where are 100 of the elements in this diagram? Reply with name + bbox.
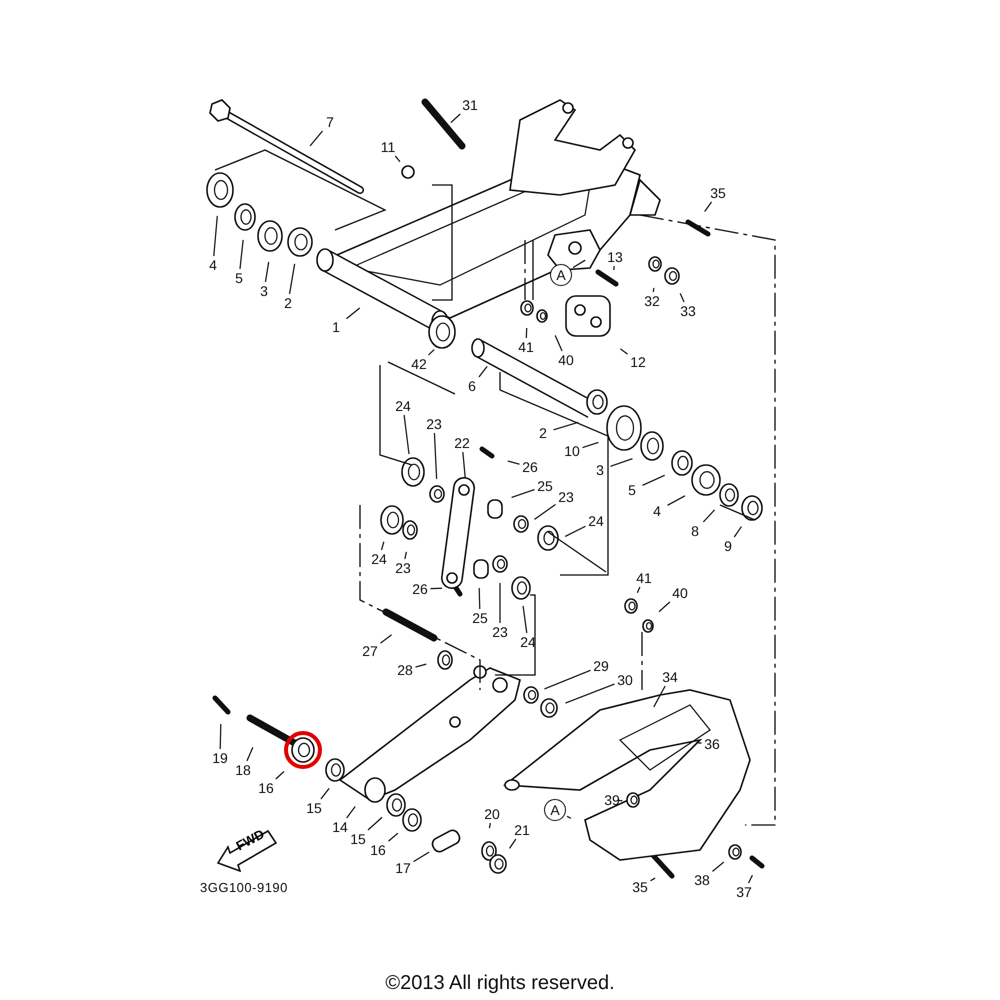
callout-number: 8 bbox=[686, 523, 704, 539]
callout-number: 21 bbox=[512, 822, 532, 838]
callout-number: 35 bbox=[630, 879, 650, 895]
callout-number: 29 bbox=[592, 658, 610, 674]
leader-line bbox=[434, 432, 438, 480]
leader-line bbox=[572, 260, 586, 268]
callout-number: 24 bbox=[394, 398, 412, 414]
callout-number: 13 bbox=[606, 249, 624, 265]
leader-line bbox=[511, 489, 535, 498]
callout-number: 22 bbox=[452, 435, 472, 451]
leader-line bbox=[553, 422, 579, 430]
callout-number: 34 bbox=[660, 669, 680, 685]
leader-line bbox=[499, 583, 501, 623]
leader-line bbox=[582, 442, 599, 448]
callout-number: 15 bbox=[304, 800, 324, 816]
callout-number: 2 bbox=[278, 295, 298, 311]
leader-line bbox=[368, 816, 382, 830]
callout-number: 40 bbox=[670, 585, 690, 601]
callout-number: 25 bbox=[470, 610, 490, 626]
callout-number: 6 bbox=[462, 378, 482, 394]
leader-line bbox=[610, 458, 633, 467]
callout-number: 31 bbox=[460, 97, 480, 113]
leader-line bbox=[275, 770, 284, 780]
leader-line bbox=[652, 288, 654, 292]
leader-line bbox=[415, 664, 426, 668]
callout-number: 40 bbox=[556, 352, 576, 368]
leader-line bbox=[478, 588, 480, 610]
callout-number: 24 bbox=[370, 551, 388, 567]
callout-number: 4 bbox=[648, 503, 666, 519]
reference-letter: A bbox=[544, 799, 566, 821]
leader-line bbox=[346, 308, 360, 320]
callout-number: 17 bbox=[394, 860, 412, 876]
callout-number: 16 bbox=[368, 842, 388, 858]
callout-number: 9 bbox=[718, 538, 738, 554]
callout-number: 33 bbox=[678, 303, 698, 319]
callout-number: 28 bbox=[396, 662, 414, 678]
diagram-code: 3GG100-9190 bbox=[200, 880, 288, 895]
callout-number: 23 bbox=[394, 560, 412, 576]
leader-line bbox=[616, 800, 623, 802]
callout-number: 37 bbox=[734, 884, 754, 900]
callout-number: 30 bbox=[616, 672, 634, 688]
leader-line bbox=[404, 414, 410, 454]
callout-number: 41 bbox=[516, 339, 536, 355]
callout-number: 3 bbox=[254, 283, 274, 299]
leader-line bbox=[712, 862, 724, 872]
leader-line bbox=[554, 335, 563, 352]
leader-line bbox=[522, 606, 528, 634]
leader-line bbox=[565, 684, 615, 704]
leader-line bbox=[428, 349, 435, 356]
leader-line bbox=[566, 816, 572, 819]
leader-line bbox=[534, 504, 556, 520]
leader-line bbox=[404, 552, 407, 560]
callout-number: 18 bbox=[234, 762, 252, 778]
leader-line bbox=[488, 822, 491, 828]
leader-line bbox=[620, 348, 628, 355]
leader-line bbox=[653, 686, 666, 708]
leader-line bbox=[642, 474, 665, 486]
callout-number: 32 bbox=[642, 293, 662, 309]
leader-line bbox=[680, 293, 685, 302]
callout-number: 11 bbox=[378, 139, 398, 155]
leader-line bbox=[213, 216, 218, 256]
leader-line bbox=[380, 542, 384, 550]
callout-number: 15 bbox=[348, 831, 368, 847]
leader-line bbox=[388, 832, 398, 842]
callout-number: 23 bbox=[556, 489, 576, 505]
callout-number: 41 bbox=[634, 570, 654, 586]
leader-line bbox=[636, 586, 640, 593]
leader-line bbox=[239, 240, 244, 270]
forward-arrow: FWD bbox=[216, 828, 280, 872]
leader-line bbox=[734, 526, 742, 538]
callout-number: 10 bbox=[562, 443, 582, 459]
callout-number: 27 bbox=[360, 643, 380, 659]
callout-number: 39 bbox=[602, 792, 622, 808]
leader-line bbox=[246, 747, 254, 762]
callout-number: 23 bbox=[424, 416, 444, 432]
leader-line bbox=[220, 724, 222, 750]
leader-line bbox=[508, 460, 520, 465]
callout-number: 36 bbox=[702, 736, 722, 752]
leader-line bbox=[696, 742, 702, 744]
leader-line bbox=[544, 670, 591, 690]
leader-line bbox=[509, 838, 516, 849]
leader-line bbox=[613, 266, 615, 270]
leader-line bbox=[413, 852, 430, 862]
callout-number: 42 bbox=[410, 356, 428, 372]
leader-line bbox=[320, 788, 330, 800]
callout-number: 2 bbox=[534, 425, 552, 441]
leader-line bbox=[310, 130, 323, 146]
callout-number: 26 bbox=[520, 459, 540, 475]
callout-number: 20 bbox=[482, 806, 502, 822]
callout-number: 26 bbox=[410, 581, 430, 597]
leader-line bbox=[658, 602, 670, 612]
leader-line bbox=[748, 874, 753, 884]
callout-number: 38 bbox=[692, 872, 712, 888]
leader-line bbox=[394, 156, 400, 162]
leader-line bbox=[346, 806, 356, 818]
callout-number: 7 bbox=[320, 114, 340, 130]
leader-line bbox=[450, 114, 461, 124]
leader-line bbox=[702, 509, 715, 522]
callout-number: 24 bbox=[518, 634, 538, 650]
callout-number: 35 bbox=[708, 185, 728, 201]
